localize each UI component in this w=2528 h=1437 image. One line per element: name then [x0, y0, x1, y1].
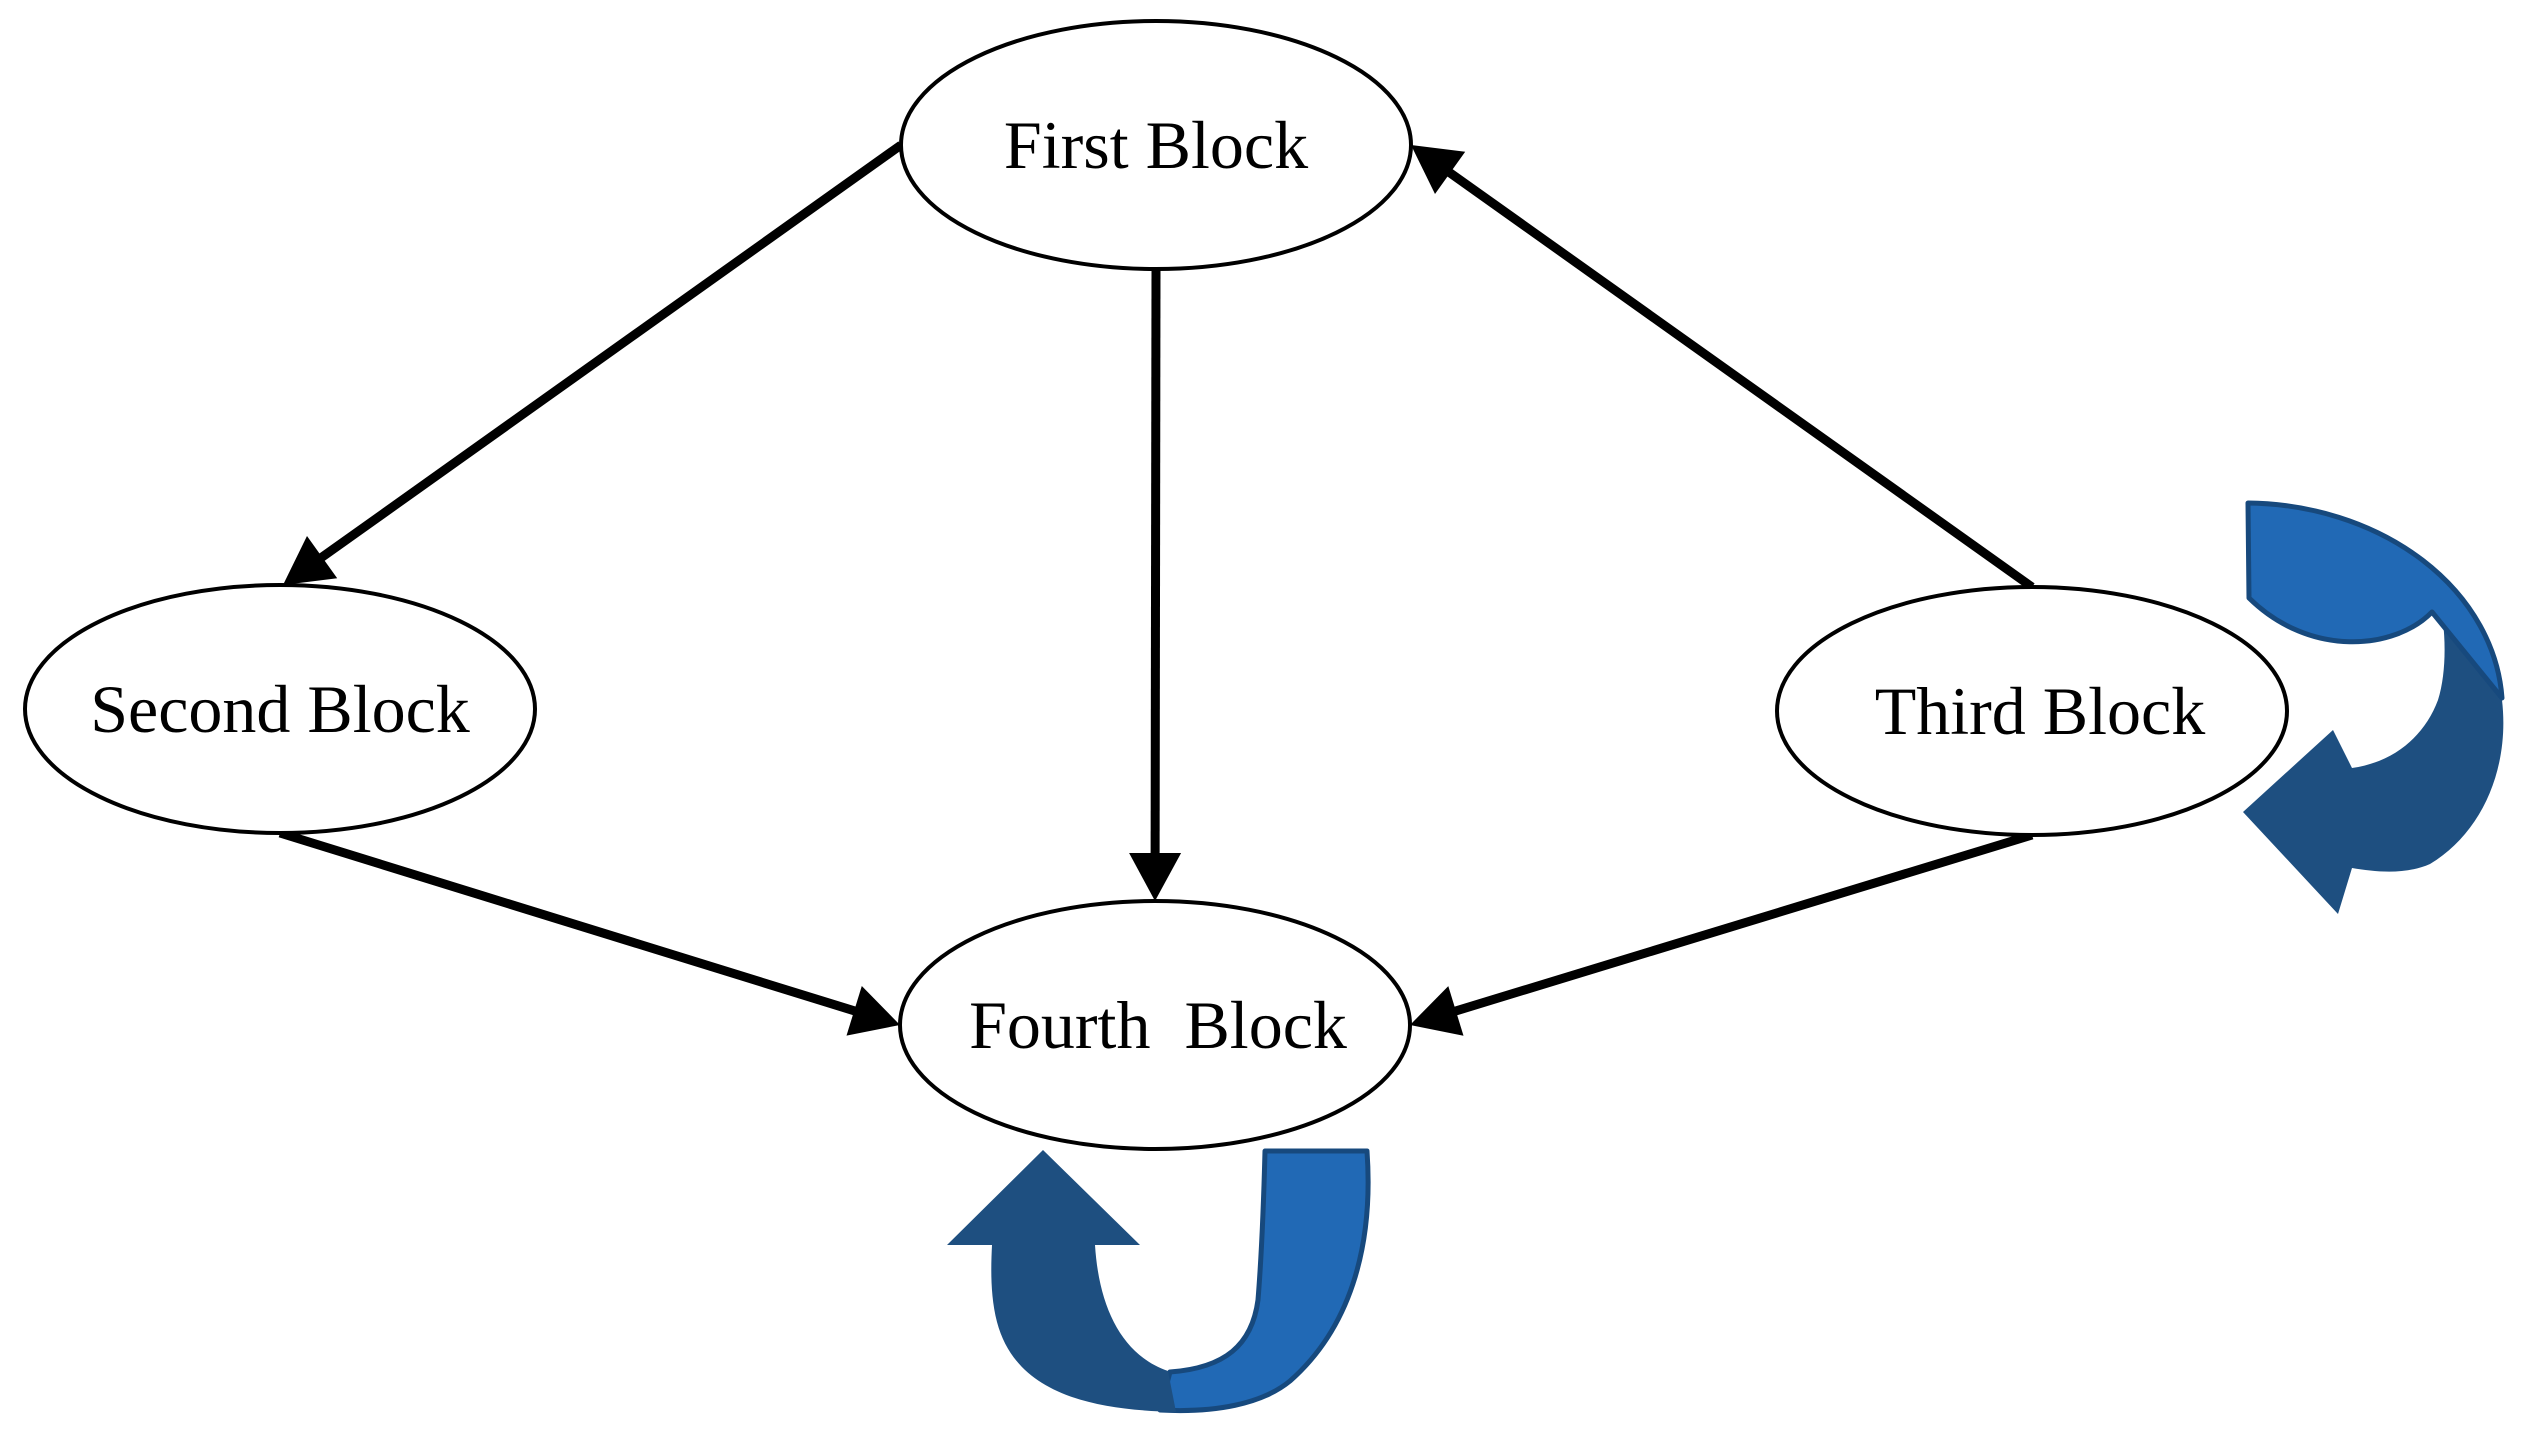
node-third: Third Block: [1775, 585, 2289, 837]
loop-band-dark-arrowhead: [947, 1150, 1176, 1412]
loop-band-dark-arrowhead: [2243, 622, 2504, 914]
node-fourth: Fourth Block: [898, 899, 1412, 1151]
edge-first-to-fourth: [1129, 268, 1182, 901]
edge-third-to-fourth: [1410, 830, 2034, 1036]
node-first-shape: [899, 19, 1413, 271]
edge-second-to-fourth: [278, 828, 900, 1036]
self-loop-third-arrow-icon: [2243, 500, 2505, 914]
node-second-label: Second Block: [90, 671, 470, 747]
node-fourth-label: Fourth Block: [969, 987, 1347, 1063]
loop-band-light: [2245, 500, 2505, 701]
self-loop-fourth-arrow-icon: [947, 1148, 1371, 1413]
arrowhead-icon: [846, 986, 900, 1036]
arrowhead-icon: [283, 536, 338, 585]
arrowhead-icon: [1129, 853, 1182, 901]
edge-line: [278, 828, 862, 1017]
edge-line: [314, 141, 904, 565]
arrowhead-icon: [1410, 986, 1464, 1036]
node-third-shape: [1775, 585, 2289, 837]
node-first: First Block: [899, 19, 1413, 271]
edge-line: [1150, 268, 1161, 860]
arrowhead-icon: [1411, 145, 1466, 194]
node-second: Second Block: [23, 583, 537, 835]
edge-first-to-second: [283, 141, 904, 585]
edge-line: [1442, 165, 2035, 591]
node-third-label: Third Block: [1875, 673, 2206, 749]
loop-band-light: [1157, 1148, 1371, 1413]
node-fourth-shape: [898, 899, 1412, 1151]
edge-line: [1448, 830, 2034, 1018]
node-first-label: First Block: [1004, 107, 1308, 183]
node-second-shape: [23, 583, 537, 835]
edge-third-to-first: [1411, 145, 2035, 591]
